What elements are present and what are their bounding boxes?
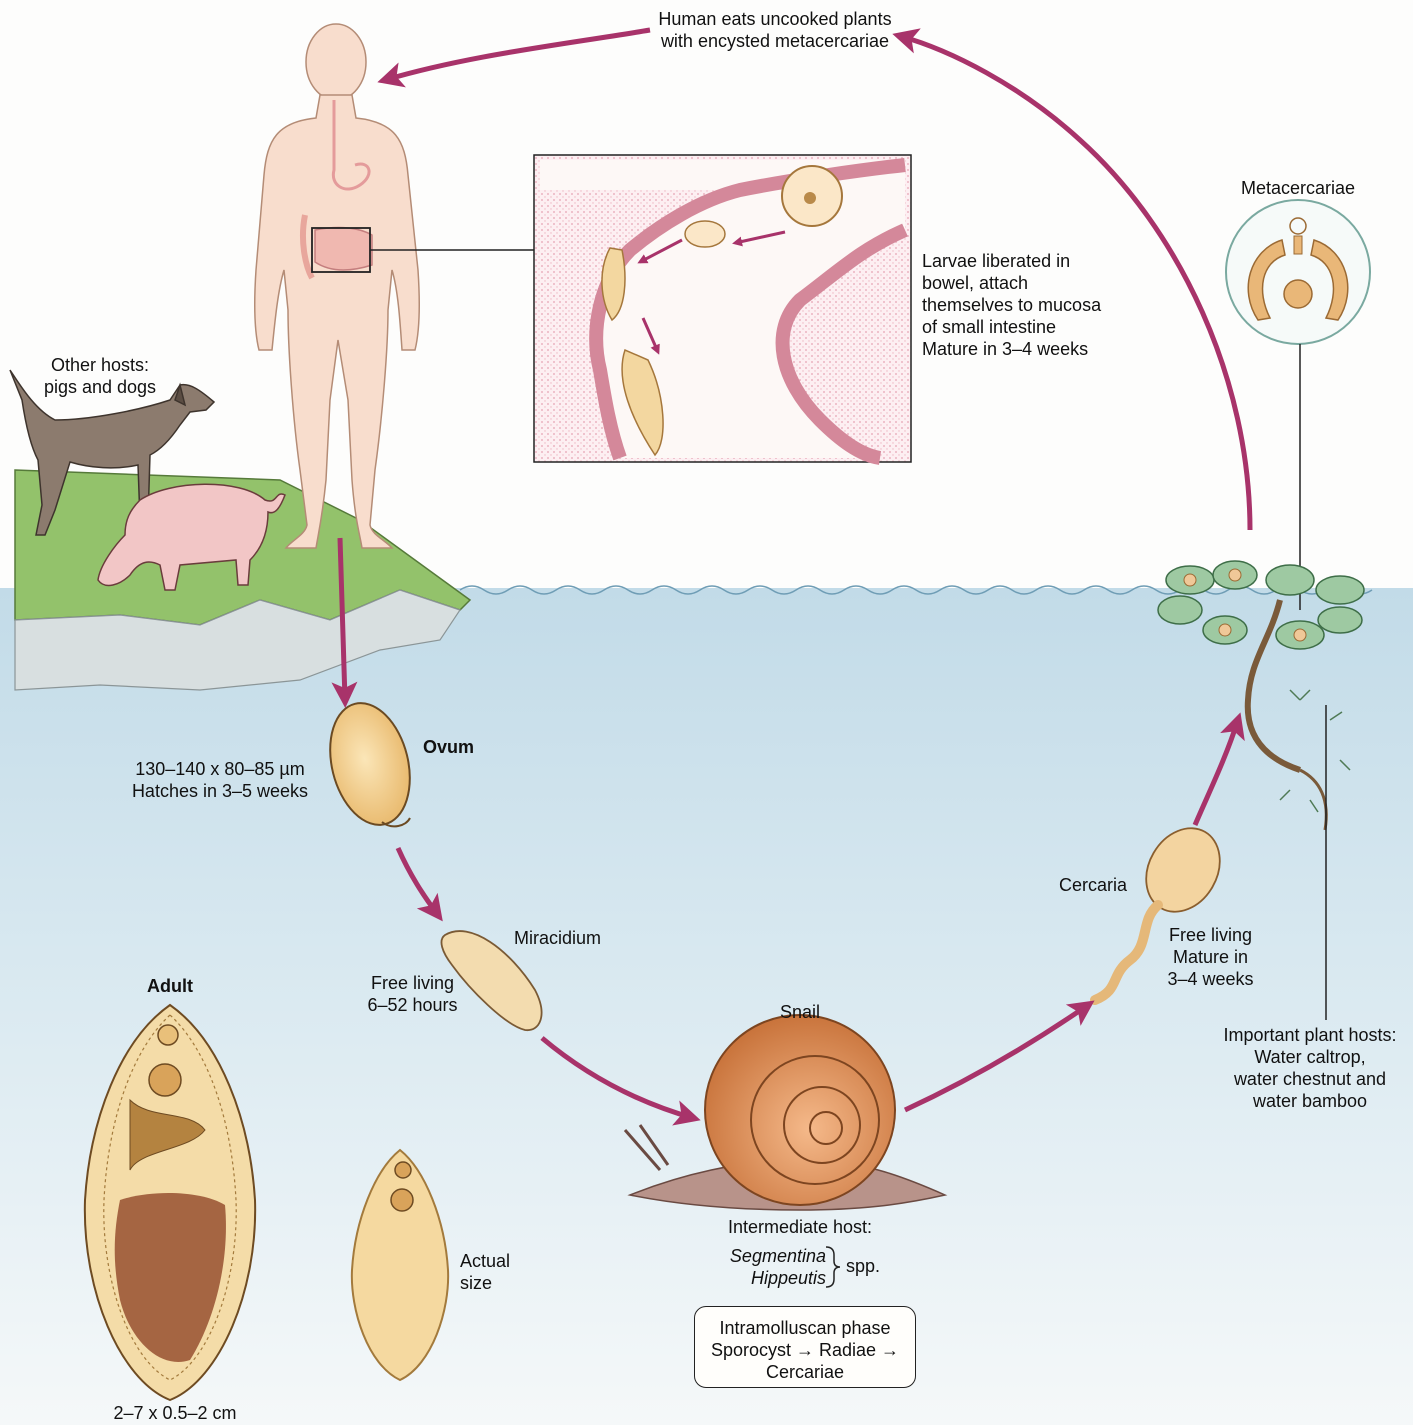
plant-hosts-line-2: Water caltrop, xyxy=(1210,1046,1410,1068)
miracidium-free-line-1: Free living xyxy=(350,972,475,994)
label-intermediate-host: Intermediate host: xyxy=(715,1216,885,1238)
label-adult: Adult xyxy=(130,975,210,997)
label-other-hosts: Other hosts: pigs and dogs xyxy=(30,354,170,398)
label-plant-hosts: Important plant hosts: Water caltrop, wa… xyxy=(1210,1024,1410,1112)
label-cercaria-free-living: Free living Mature in 3–4 weeks xyxy=(1148,924,1273,990)
cercaria-free-line-1: Free living xyxy=(1148,924,1273,946)
human-eats-line-1: Human eats uncooked plants xyxy=(645,8,905,30)
label-larvae: Larvae liberated in bowel, attach themse… xyxy=(922,250,1101,360)
label-adult-size: 2–7 x 0.5–2 cm xyxy=(90,1402,260,1424)
label-human-eats: Human eats uncooked plants with encysted… xyxy=(645,8,905,52)
other-hosts-line-2: pigs and dogs xyxy=(30,376,170,398)
label-cercaria: Cercaria xyxy=(1059,874,1127,896)
label-miracidium: Miracidium xyxy=(514,927,601,949)
intramolluscan-line-2: Sporocyst → Radiae → xyxy=(694,1339,916,1361)
actual-size-line-2: size xyxy=(460,1272,510,1294)
intestine-inset xyxy=(534,155,911,462)
label-genus-segmentina: Segmentina xyxy=(728,1245,826,1267)
plant-hosts-line-1: Important plant hosts: xyxy=(1210,1024,1410,1046)
larvae-line-3: themselves to mucosa xyxy=(922,294,1101,316)
other-hosts-line-1: Other hosts: xyxy=(30,354,170,376)
miracidium-free-line-2: 6–52 hours xyxy=(350,994,475,1016)
metacercaria-cyst xyxy=(1226,200,1370,610)
ovum-size-line-2: Hatches in 3–5 weeks xyxy=(110,780,330,802)
label-metacercariae: Metacercariae xyxy=(1220,177,1376,199)
label-ovum: Ovum xyxy=(423,736,474,758)
plant-hosts-line-4: water bamboo xyxy=(1210,1090,1410,1112)
label-genus-hippeutis: Hippeutis xyxy=(728,1267,826,1289)
intramolluscan-line-1: Intramolluscan phase xyxy=(694,1317,916,1339)
label-miracidium-free-living: Free living 6–52 hours xyxy=(350,972,475,1016)
label-intramolluscan: Intramolluscan phase Sporocyst → Radiae … xyxy=(694,1317,916,1383)
actual-size-line-1: Actual xyxy=(460,1250,510,1272)
human-figure xyxy=(255,24,419,548)
arrow-plants-to-human xyxy=(385,30,650,80)
larvae-line-5: Mature in 3–4 weeks xyxy=(922,338,1101,360)
plant-hosts-line-3: water chestnut and xyxy=(1210,1068,1410,1090)
larvae-line-1: Larvae liberated in xyxy=(922,250,1101,272)
human-eats-line-2: with encysted metacercariae xyxy=(645,30,905,52)
cercaria-free-line-2: Mature in xyxy=(1148,946,1273,968)
intramolluscan-line-3: Cercariae xyxy=(694,1361,916,1383)
larvae-line-2: bowel, attach xyxy=(922,272,1101,294)
label-actual-size: Actual size xyxy=(460,1250,510,1294)
label-spp: spp. xyxy=(846,1255,880,1277)
larvae-line-4: of small intestine xyxy=(922,316,1101,338)
ovum-size-line-1: 130–140 x 80–85 µm xyxy=(110,758,330,780)
label-ovum-size: 130–140 x 80–85 µm Hatches in 3–5 weeks xyxy=(110,758,330,802)
label-snail: Snail xyxy=(760,1001,840,1023)
cercaria-free-line-3: 3–4 weeks xyxy=(1148,968,1273,990)
